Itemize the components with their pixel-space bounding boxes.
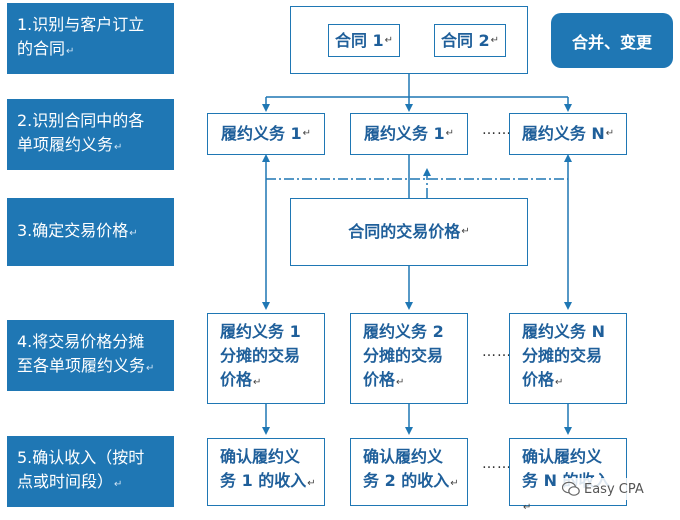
transaction-price-label: 合同的交易价格 [348,222,461,241]
obligation-1-box: 履约义务 1↵ [207,113,325,155]
allocation-1-line3: 价格 [220,370,253,389]
allocation-n-line3: 价格 [522,370,555,389]
obligation-2-label: 履约义务 1 [363,124,445,143]
allocation-n-line2: 分摊的交易 [522,346,603,365]
obligation-n-box: 履约义务 N↵ [509,113,627,155]
ellipsis-revenues: …… [482,456,512,472]
step-1-line2: 的合同 [17,39,66,58]
obligation-1-label: 履约义务 1 [220,124,302,143]
contract-2-label: 合同 2 [440,30,490,50]
allocation-n-line1: 履约义务 N [522,322,605,341]
transaction-price-box: 合同的交易价格↵ [290,198,528,266]
paragraph-mark: ↵ [114,142,123,153]
wechat-icon [562,481,580,496]
contract-2-box: 合同 2↵ [434,24,506,57]
revenue-1-line1: 确认履约义 [220,447,301,466]
paragraph-mark: ↵ [605,128,615,139]
step-3-line1: 3.确定交易价格 [17,220,129,240]
contract-1-box: 合同 1↵ [328,24,400,57]
paragraph-mark: ↵ [461,226,470,237]
allocation-2-line1: 履约义务 2 [363,322,444,341]
paragraph-mark: ↵ [146,363,155,374]
paragraph-mark: ↵ [384,34,394,46]
revenue-2-box: 确认履约义 务 2 的收入↵ [350,438,468,506]
step-1-box: 1.识别与客户订立的合同↵ [7,3,174,74]
paragraph-mark: ↵ [450,478,459,489]
obligation-2-box: 履约义务 1↵ [350,113,468,155]
allocation-2-line2: 分摊的交易 [363,346,444,365]
merge-change-badge: 合并、变更 [551,13,673,68]
step-4-box: 4.将交易价格分摊至各单项履约义务↵ [7,320,174,391]
step-2-line1: 2.识别合同中的各 [17,111,145,130]
allocation-1-line2: 分摊的交易 [220,346,301,365]
revenue-1-box: 确认履约义 务 1 的收入↵ [207,438,325,506]
paragraph-mark: ↵ [66,46,75,57]
step-5-line1: 5.确认收入（按时 [17,448,145,467]
paragraph-mark: ↵ [307,478,316,489]
step-4-line1: 4.将交易价格分摊 [17,332,145,351]
merge-change-label: 合并、变更 [571,32,652,52]
step-5-line2: 点或时间段） [17,472,114,491]
paragraph-mark: ↵ [129,227,138,239]
allocation-2-line3: 价格 [363,370,396,389]
step-3-box: 3.确定交易价格↵ [7,198,174,266]
paragraph-mark: ↵ [253,377,262,388]
revenue-2-line1: 确认履约义 [363,447,444,466]
step-4-line2: 至各单项履约义务 [17,356,146,375]
step-2-line2: 单项履约义务 [17,135,114,154]
revenue-n-line1: 确认履约义 [522,447,603,466]
ellipsis-allocations: …… [482,344,512,360]
step-1-line1: 1.识别与客户订立 [17,15,145,34]
paragraph-mark: ↵ [555,377,564,388]
watermark: Easy CPA [560,478,678,500]
revenue-1-line2: 务 1 的收入 [220,471,307,490]
paragraph-mark: ↵ [396,377,405,388]
ellipsis-obligations: …… [482,122,512,138]
allocation-1-line1: 履约义务 1 [220,322,301,341]
step-2-box: 2.识别合同中的各单项履约义务↵ [7,99,174,170]
obligation-n-label: 履约义务 N [521,124,605,143]
allocation-n-box: 履约义务 N 分摊的交易 价格↵ [509,313,627,404]
step-5-box: 5.确认收入（按时点或时间段）↵ [7,436,174,507]
revenue-n-box: 确认履约义 务 N 的收入↵ [509,438,627,513]
paragraph-mark: ↵ [114,479,123,490]
paragraph-mark: ↵ [302,128,312,139]
contract-1-label: 合同 1 [334,30,384,50]
allocation-2-box: 履约义务 2 分摊的交易 价格↵ [350,313,468,404]
paragraph-mark: ↵ [445,128,455,139]
watermark-text: Easy CPA [584,481,644,497]
paragraph-mark: ↵ [490,34,500,46]
allocation-1-box: 履约义务 1 分摊的交易 价格↵ [207,313,325,404]
paragraph-mark: ↵ [523,502,532,513]
revenue-2-line2: 务 2 的收入 [363,471,450,490]
